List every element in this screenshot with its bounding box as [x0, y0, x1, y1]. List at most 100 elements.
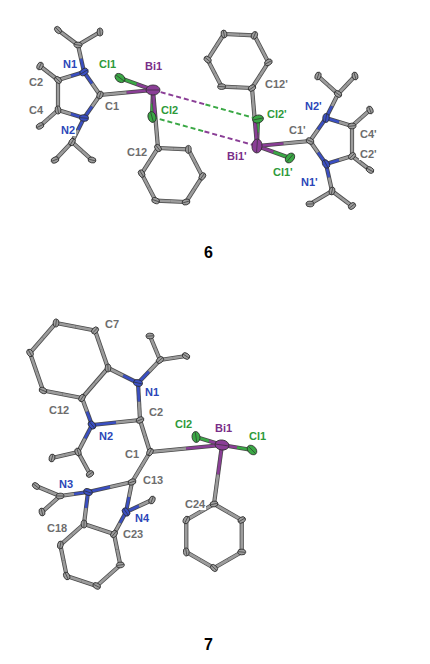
- atom-label: C12': [264, 78, 289, 90]
- atom-label: N3: [58, 478, 74, 490]
- principal-axis: [306, 203, 313, 204]
- principal-axis: [129, 481, 136, 483]
- bond-outline: [88, 482, 132, 492]
- bond-outline: [214, 552, 242, 568]
- atom-ellipsoid: [77, 393, 86, 403]
- atom-ellipsoid: [333, 89, 343, 98]
- atom-ellipsoid: [53, 25, 63, 35]
- bond: [252, 88, 255, 117]
- bond-outline: [332, 191, 352, 206]
- principal-axis: [81, 70, 88, 74]
- atom-label: N4: [134, 512, 150, 524]
- principal-axis: [307, 139, 314, 142]
- atom-ellipsoid: [96, 90, 104, 100]
- atom-ellipsoid: [252, 114, 264, 124]
- principal-axis: [52, 159, 59, 162]
- atom-ellipsoid: [109, 529, 119, 539]
- principal-axis: [84, 491, 92, 494]
- bond-outline: [126, 500, 152, 512]
- principal-axis: [157, 358, 162, 363]
- principal-axis: [55, 319, 57, 326]
- atom-label: C12: [48, 404, 70, 416]
- atom-label: C1: [104, 100, 120, 112]
- atom-ellipsoid: [87, 419, 98, 430]
- atom-ellipsoid: [67, 137, 76, 147]
- principal-axis: [183, 354, 189, 358]
- atom-ellipsoid: [209, 500, 218, 508]
- principal-axis: [41, 509, 43, 516]
- bond-outline: [138, 383, 140, 420]
- atom-ellipsoid: [321, 159, 331, 170]
- principal-axis: [134, 382, 142, 384]
- atom-label: Cl2: [160, 104, 179, 116]
- bond-outline: [97, 565, 121, 586]
- bond-outline: [214, 504, 242, 520]
- principal-axis: [205, 57, 211, 62]
- atom-ellipsoid: [53, 319, 60, 328]
- principal-axis: [33, 484, 39, 488]
- atom-ellipsoid: [220, 29, 227, 38]
- bond-outline: [222, 87, 252, 88]
- bond-outline: [240, 520, 244, 552]
- bond-outline: [108, 368, 138, 383]
- principal-axis: [195, 432, 196, 442]
- compound-number: 7: [203, 636, 214, 654]
- atom-ellipsoid: [183, 548, 190, 557]
- atom-label: C23: [122, 528, 144, 540]
- principal-axis: [239, 518, 245, 522]
- bond-outline: [84, 72, 100, 95]
- atom-label: C4: [28, 104, 44, 116]
- atom-label: Bi1: [214, 422, 233, 434]
- bond-outline: [254, 35, 268, 62]
- atom-ellipsoid: [181, 351, 191, 360]
- principal-axis: [80, 117, 88, 119]
- atom-label: Cl1: [248, 430, 267, 442]
- bond-outline: [188, 149, 202, 176]
- principal-axis: [354, 73, 356, 80]
- atom-ellipsoid: [26, 348, 35, 358]
- principal-axis: [60, 541, 61, 548]
- bond-outline: [56, 323, 95, 331]
- atom-ellipsoid: [146, 333, 154, 339]
- principal-axis: [89, 422, 94, 428]
- bond-outline: [52, 452, 78, 458]
- principal-axis: [348, 125, 355, 127]
- principal-axis: [369, 107, 372, 114]
- principal-axis: [156, 145, 160, 151]
- atom-ellipsoid: [127, 478, 136, 486]
- principal-axis: [99, 28, 101, 35]
- principal-axis: [200, 173, 204, 179]
- principal-axis: [248, 446, 255, 453]
- contact-dash: [152, 117, 205, 132]
- principal-axis: [148, 449, 151, 455]
- atom-ellipsoid: [181, 198, 190, 206]
- principal-axis: [56, 27, 61, 32]
- bond-outline: [100, 90, 153, 95]
- bond-outline: [186, 176, 202, 202]
- atom-ellipsoid: [209, 563, 219, 573]
- atom-ellipsoid: [148, 495, 156, 505]
- principal-axis: [256, 140, 258, 153]
- atom-ellipsoid: [314, 71, 322, 80]
- compound-number: 6: [203, 244, 214, 262]
- atom-label: N1: [62, 58, 78, 70]
- atom-label: C12: [126, 146, 148, 158]
- principal-axis: [218, 86, 225, 87]
- atom-ellipsoid: [36, 61, 45, 71]
- principal-axis: [253, 32, 256, 39]
- principal-axis: [367, 168, 373, 172]
- atom-ellipsoid: [79, 114, 89, 121]
- atom-ellipsoid: [116, 562, 125, 569]
- bond-outline: [30, 353, 43, 391]
- atom-ellipsoid: [121, 506, 131, 517]
- principal-axis: [38, 63, 41, 69]
- atom-ellipsoid: [348, 123, 357, 130]
- atom-ellipsoid: [251, 139, 262, 154]
- bond-outline: [224, 34, 254, 35]
- principal-axis: [349, 153, 354, 158]
- bond-outline: [208, 34, 224, 60]
- principal-axis: [70, 139, 74, 145]
- atom-label: C1': [288, 124, 307, 136]
- principal-axis: [94, 584, 100, 587]
- bond-outline: [56, 80, 60, 110]
